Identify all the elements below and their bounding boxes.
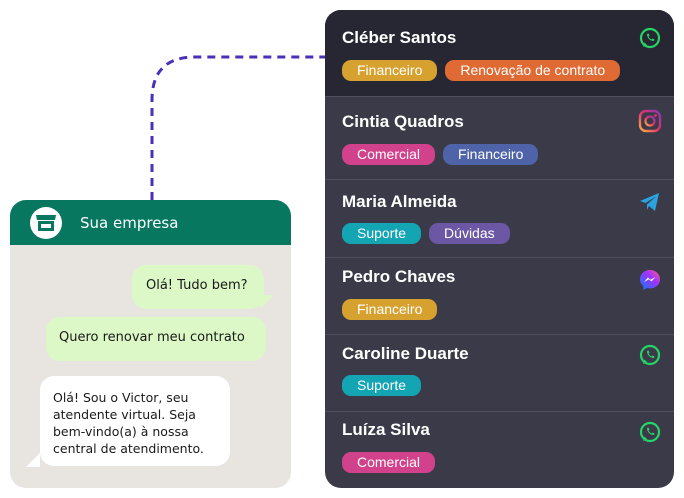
tag: Renovação de contrato [445,60,621,81]
tag: Suporte [342,375,422,396]
message-bubble-outgoing: Quero renovar meu contrato [46,317,266,361]
tag-list: Comercial [342,452,436,473]
message-bubble-outgoing: Olá! Tudo bem? [132,265,264,309]
store-icon [30,206,62,239]
contact-item[interactable]: Maria Almeida Suporte Dúvidas [325,179,674,257]
whatsapp-icon [639,27,661,49]
contact-item[interactable]: Cléber Santos Financeiro Renovação de co… [325,10,674,96]
chat-window: Sua empresa Olá! Tudo bem? Quero renovar… [10,200,291,488]
telegram-icon [640,193,659,211]
messenger-icon [640,270,660,290]
contact-name: Pedro Chaves [342,267,456,286]
tag-list: Comercial Financeiro [342,144,539,165]
tag-list: Financeiro Renovação de contrato [342,60,621,81]
bubble-tail [260,295,274,309]
tag-list: Suporte Dúvidas [342,223,510,244]
tag-list: Financeiro [342,299,438,320]
whatsapp-icon [639,421,661,443]
chat-header: Sua empresa [10,200,291,245]
bubble-tail [26,453,40,467]
business-name: Sua empresa [80,213,179,232]
contact-item[interactable]: Luíza Silva Comercial [325,411,674,488]
tag: Comercial [342,144,436,165]
instagram-icon [638,109,662,133]
contact-item[interactable]: Caroline Duarte Suporte [325,334,674,411]
tag: Financeiro [443,144,539,165]
tag: Comercial [342,452,436,473]
contact-item[interactable]: Cintia Quadros Comercial Financeiro [325,96,674,179]
tag: Dúvidas [429,223,510,244]
whatsapp-icon [639,344,661,366]
contact-item[interactable]: Pedro Chaves Financeiro [325,257,674,334]
contact-list: Cléber Santos Financeiro Renovação de co… [325,10,674,488]
tag-list: Suporte [342,375,422,396]
contact-name: Maria Almeida [342,192,457,211]
contact-name: Cintia Quadros [342,112,464,131]
message-bubble-incoming: Olá! Sou o Victor, seu atendente virtual… [40,376,230,466]
contact-name: Caroline Duarte [342,344,469,363]
tag: Financeiro [342,60,438,81]
contact-name: Luíza Silva [342,420,430,439]
tag: Suporte [342,223,422,244]
contact-name: Cléber Santos [342,28,457,47]
tag: Financeiro [342,299,438,320]
